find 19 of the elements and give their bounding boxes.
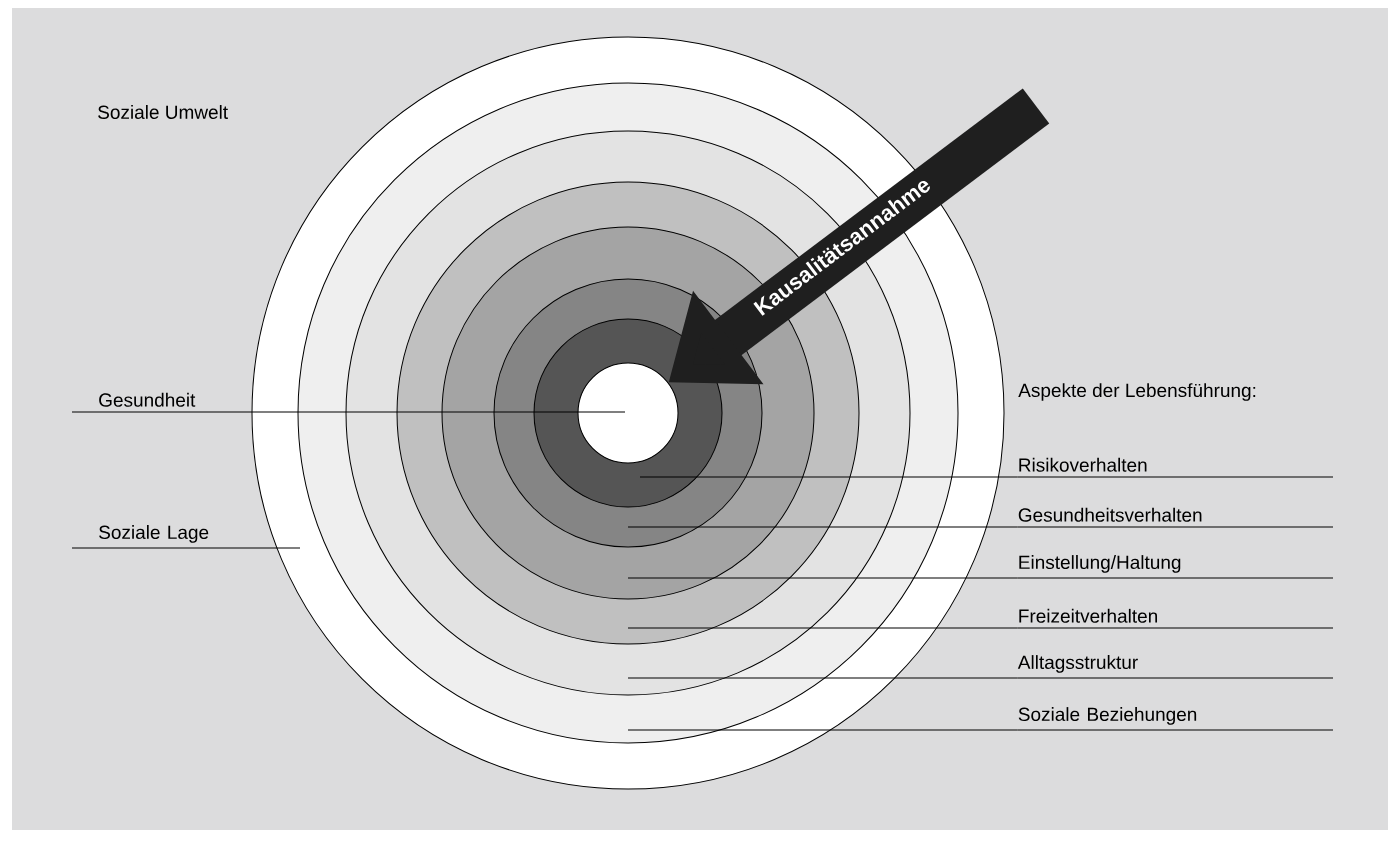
underlined-label: Einstellung/Haltung [1017, 555, 1334, 579]
center-circle [577, 362, 679, 464]
leader-line [627, 526, 1019, 528]
leader-line [627, 729, 1019, 731]
leader-label: Soziale Lage [99, 525, 209, 543]
underlined-label: Freizeitverhalten [1017, 608, 1334, 629]
label-text: Soziale Umwelt [98, 105, 228, 119]
leader-label: Gesundheit [99, 392, 196, 407]
leader-line [71, 411, 626, 413]
underlined-label: Soziale Beziehungen [1017, 707, 1334, 731]
leader-line [627, 577, 1019, 579]
leader-line [627, 627, 1019, 629]
leader-line [639, 476, 1019, 478]
leader-line [627, 677, 1019, 679]
label-text: Aspekte der Lebensführung: [1018, 383, 1256, 401]
underlined-label: Gesundheitsverhalten [1017, 507, 1334, 528]
leader-line [71, 547, 301, 549]
underlined-label: Alltagsstruktur [1017, 655, 1334, 679]
underlined-label: Risikoverhalten [1017, 457, 1334, 478]
